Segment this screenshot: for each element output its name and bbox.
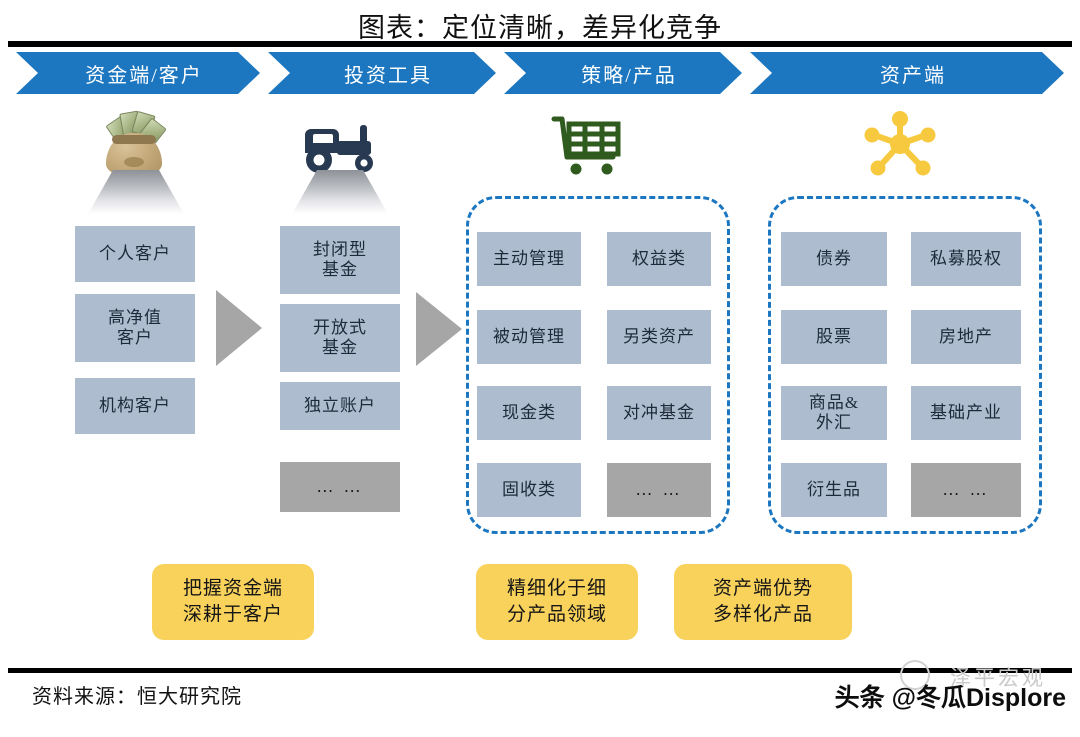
source-note: 资料来源：恒大研究院: [32, 686, 242, 708]
stage-header-band: 资金端/客户 投资工具 策略/产品 资产端: [0, 52, 1080, 94]
stage-label-funding: 资金端/客户: [85, 64, 203, 87]
cart-glyph: [551, 116, 621, 175]
tractor-glyph: [305, 125, 373, 173]
callout-funding[interactable]: 把握资金端 深耕于客户: [152, 564, 314, 640]
cell-assets-right-3[interactable]: … …: [911, 463, 1021, 517]
page-title: 图表：定位清晰，差异化竞争: [358, 13, 722, 43]
stage-chevron-tools[interactable]: 投资工具: [268, 52, 496, 94]
callout-strategy[interactable]: 精细化于细 分产品领域: [476, 564, 638, 640]
cell-assets-left-1[interactable]: 股票: [781, 310, 887, 364]
author-handle: 头条 @冬瓜Displore: [834, 684, 1066, 712]
flow-arrow-1: [216, 290, 262, 366]
cell-tools-3[interactable]: … …: [280, 462, 400, 512]
callout-assets[interactable]: 资产端优势 多样化产品: [674, 564, 852, 640]
stage-chevron-assets[interactable]: 资产端: [750, 52, 1064, 94]
shopping-cart-icon: [530, 108, 650, 180]
cell-assets-left-2[interactable]: 商品& 外汇: [781, 386, 887, 440]
cell-strategy-left-3[interactable]: 固收类: [477, 463, 581, 517]
cell-tools-2[interactable]: 独立账户: [280, 382, 400, 430]
assets-group-border: [768, 196, 1042, 534]
cell-strategy-right-3[interactable]: … …: [607, 463, 711, 517]
cell-assets-right-2[interactable]: 基础产业: [911, 386, 1021, 440]
cell-funding-2[interactable]: 机构客户: [75, 378, 195, 434]
stage-label-tools: 投资工具: [344, 64, 432, 87]
cell-tools-0[interactable]: 封闭型 基金: [280, 226, 400, 294]
flow-arrow-2: [416, 292, 462, 366]
cell-funding-1[interactable]: 高净值 客户: [75, 294, 195, 362]
bag-knot: [124, 157, 144, 167]
cell-strategy-left-1[interactable]: 被动管理: [477, 310, 581, 364]
cell-strategy-right-2[interactable]: 对冲基金: [607, 386, 711, 440]
cell-strategy-left-2[interactable]: 现金类: [477, 386, 581, 440]
cell-assets-right-0[interactable]: 私募股权: [911, 232, 1021, 286]
watermark-text: 泽平宏观: [950, 666, 1046, 690]
stage-chevron-funding[interactable]: 资金端/客户: [16, 52, 260, 94]
network-hub-icon: [840, 108, 960, 180]
top-rule: [8, 41, 1072, 47]
stage-chevron-strategy[interactable]: 策略/产品: [504, 52, 742, 94]
bottom-rule: [8, 668, 1072, 673]
cell-strategy-left-0[interactable]: 主动管理: [477, 232, 581, 286]
money-bag-icon: [74, 108, 194, 180]
stage-label-assets: 资产端: [880, 64, 946, 87]
cell-strategy-right-1[interactable]: 另类资产: [607, 310, 711, 364]
tractor-icon: [280, 108, 400, 180]
stage-label-strategy: 策略/产品: [581, 64, 677, 87]
bag-tie: [112, 135, 156, 144]
strategy-group-border: [466, 196, 730, 534]
cell-assets-right-1[interactable]: 房地产: [911, 310, 1021, 364]
cell-assets-left-0[interactable]: 债券: [781, 232, 887, 286]
hub-glyph: [864, 111, 936, 176]
cell-funding-0[interactable]: 个人客户: [75, 226, 195, 282]
cell-strategy-right-0[interactable]: 权益类: [607, 232, 711, 286]
cell-assets-left-3[interactable]: 衍生品: [781, 463, 887, 517]
watermark-logo-icon: [900, 660, 930, 690]
cell-tools-1[interactable]: 开放式 基金: [280, 304, 400, 372]
money-bag-graphic: [98, 110, 170, 177]
